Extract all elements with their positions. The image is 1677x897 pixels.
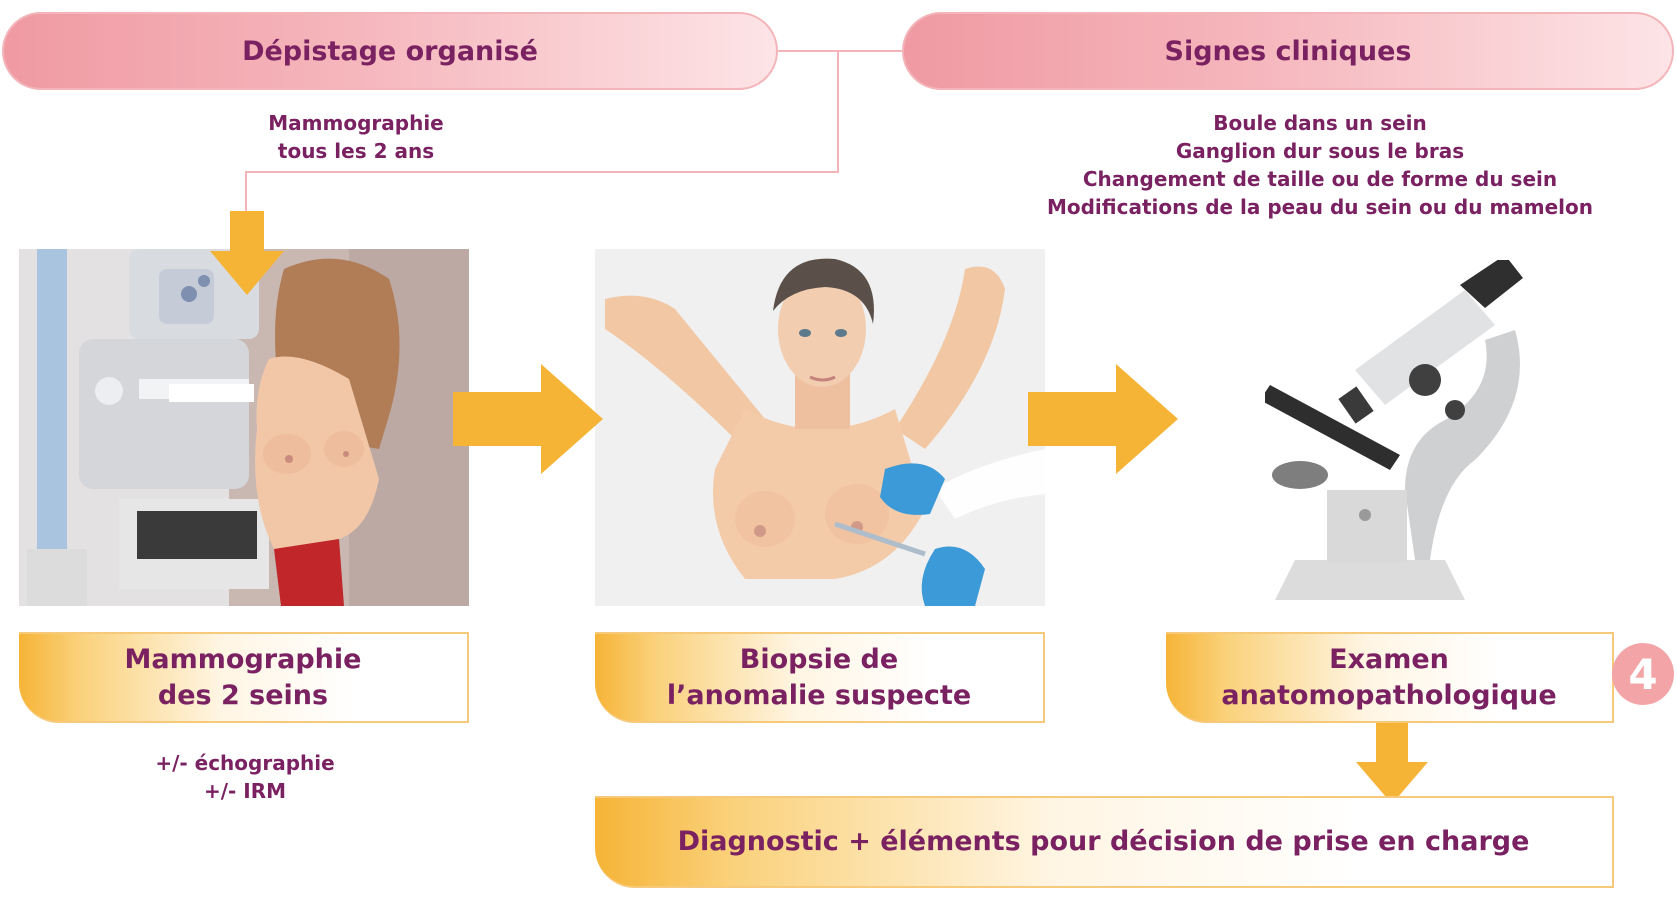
clinical-signs-header: Signes cliniques bbox=[902, 12, 1674, 90]
arrow-down-icon bbox=[210, 211, 284, 295]
arrow-right-icon bbox=[1028, 364, 1178, 474]
organized-screening-header: Dépistage organisé bbox=[2, 12, 778, 90]
arrow-right-icon bbox=[453, 364, 603, 474]
step-exam-caption: Examen anatomopathologique bbox=[1166, 632, 1614, 723]
step-mammography-caption: Mammographie des 2 seins bbox=[19, 632, 469, 723]
mammography-extra-note: +/- échographie +/- IRM bbox=[130, 749, 360, 805]
clinical-sign-item: Boule dans un sein bbox=[1213, 111, 1427, 135]
clinical-sign-item: Modifications de la peau du sein ou du m… bbox=[1046, 195, 1594, 219]
step-biopsy-line2: l’anomalie suspecte bbox=[666, 679, 972, 711]
clinical-signs-list: Boule dans un sein Ganglion dur sous le … bbox=[1000, 109, 1640, 221]
microscope-illustration bbox=[1265, 260, 1545, 605]
biopsy-illustration bbox=[595, 249, 1045, 606]
step-number-badge: 4 bbox=[1612, 643, 1674, 705]
mammo-extra-line2: +/- IRM bbox=[203, 779, 287, 803]
clinical-sign-item: Changement de taille ou de forme du sein bbox=[1082, 167, 1558, 191]
diagnostic-result-text: Diagnostic + éléments pour décision de p… bbox=[677, 826, 1530, 857]
organized-screening-label: Dépistage organisé bbox=[242, 35, 538, 67]
screening-note-line2: tous les 2 ans bbox=[277, 139, 435, 163]
clinical-signs-label: Signes cliniques bbox=[1164, 35, 1412, 67]
arrow-down-icon bbox=[1356, 722, 1428, 804]
step-mammography-line2: des 2 seins bbox=[157, 679, 329, 711]
screening-note: Mammographie tous les 2 ans bbox=[230, 109, 482, 165]
mammography-illustration bbox=[19, 249, 469, 606]
step-mammography-line1: Mammographie bbox=[124, 643, 362, 675]
diagnostic-result-box: Diagnostic + éléments pour décision de p… bbox=[595, 796, 1614, 888]
step-biopsy-caption: Biopsie de l’anomalie suspecte bbox=[595, 632, 1045, 723]
clinical-sign-item: Ganglion dur sous le bras bbox=[1175, 139, 1465, 163]
step-biopsy-line1: Biopsie de bbox=[739, 643, 899, 675]
step-exam-line1: Examen bbox=[1329, 643, 1449, 675]
step-exam-line2: anatomopathologique bbox=[1221, 679, 1557, 711]
screening-note-line1: Mammographie bbox=[268, 111, 444, 135]
mammo-extra-line1: +/- échographie bbox=[155, 751, 335, 775]
